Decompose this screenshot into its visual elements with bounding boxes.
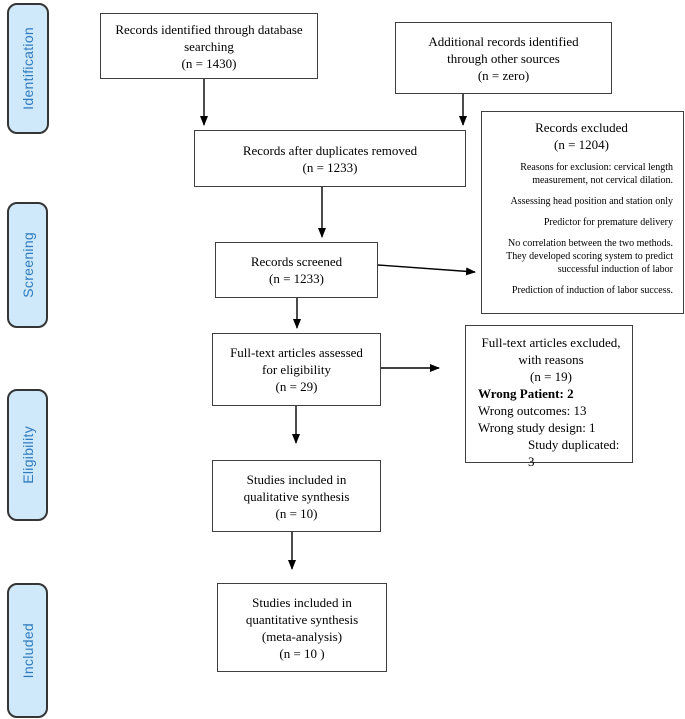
- box-line: Studies included in: [252, 594, 352, 610]
- box-line: (meta-analysis): [261, 628, 343, 644]
- box-title: Full-text articles excluded,: [481, 335, 621, 350]
- exclusion-item: Wrong outcomes: 13: [478, 403, 587, 418]
- box-line: Studies included in: [246, 471, 347, 487]
- box-line: searching: [184, 38, 234, 54]
- box-line: quantitative synthesis: [245, 611, 359, 627]
- box-line: Records after duplicates removed: [242, 142, 418, 158]
- box-count: (n = 1430): [181, 55, 237, 71]
- exclusion-reason: Prediction of induction of labor success…: [511, 285, 673, 296]
- box-duplicates-removed: Records after duplicates removed (n = 12…: [194, 130, 466, 187]
- exclusion-item: Study duplicated: 3: [528, 437, 620, 469]
- stage-eligibility-label: Eligibility: [19, 426, 36, 484]
- box-count: (n = 1233): [269, 271, 324, 286]
- exclusion-reason: Reasons for exclusion: cervical length m…: [520, 162, 673, 186]
- stage-identification: Identification: [7, 3, 49, 134]
- exclusion-item: Wrong Patient: 2: [478, 386, 574, 401]
- box-count: (n = 1204): [554, 137, 609, 152]
- box-title: Records excluded: [535, 120, 628, 135]
- box-count: (n = zero): [477, 67, 530, 83]
- stage-identification-label: Identification: [20, 27, 36, 110]
- box-quantitative-synthesis: Studies included in quantitative synthes…: [217, 583, 387, 672]
- exclusion-reason: No correlation between the two methods. …: [506, 238, 673, 275]
- box-count: (n = 10 ): [279, 645, 325, 661]
- box-line: Records identified through database: [115, 21, 303, 37]
- exclusion-reason: Assessing head position and station only: [510, 196, 674, 207]
- box-count: (n = 10): [275, 505, 318, 521]
- stage-included-label: Included: [19, 622, 36, 679]
- box-records-excluded: Records excluded (n = 1204) Reasons for …: [481, 111, 684, 314]
- stage-screening: Screening: [7, 202, 48, 328]
- box-records-screened: Records screened (n = 1233): [215, 242, 378, 298]
- box-qualitative-synthesis: Studies included in qualitative synthesi…: [212, 460, 381, 532]
- box-line: through other sources: [447, 50, 560, 66]
- box-line: for eligibility: [262, 362, 331, 377]
- exclusion-item: Wrong study design: 1: [478, 420, 596, 435]
- box-line: qualitative synthesis: [243, 488, 350, 504]
- box-records-identified: Records identified through database sear…: [100, 13, 318, 79]
- box-additional-records: Additional records identified through ot…: [395, 22, 612, 94]
- box-fulltext-assessed: Full-text articles assessed for eligibil…: [212, 333, 381, 406]
- stage-included: Included: [7, 583, 48, 718]
- box-title: with reasons: [518, 352, 584, 367]
- box-line: Additional records identified: [428, 33, 579, 49]
- exclusion-reason: Predictor for premature delivery: [543, 217, 673, 228]
- stage-screening-label: Screening: [19, 232, 36, 298]
- box-count: (n = 29): [275, 379, 318, 394]
- box-fulltext-excluded: Full-text articles excluded, with reason…: [465, 325, 633, 469]
- box-line: Full-text articles assessed: [230, 345, 363, 360]
- stage-eligibility: Eligibility: [7, 389, 48, 521]
- box-count: (n = 1233): [302, 159, 358, 175]
- box-line: Records screened: [250, 254, 343, 269]
- box-count: (n = 19): [530, 369, 572, 384]
